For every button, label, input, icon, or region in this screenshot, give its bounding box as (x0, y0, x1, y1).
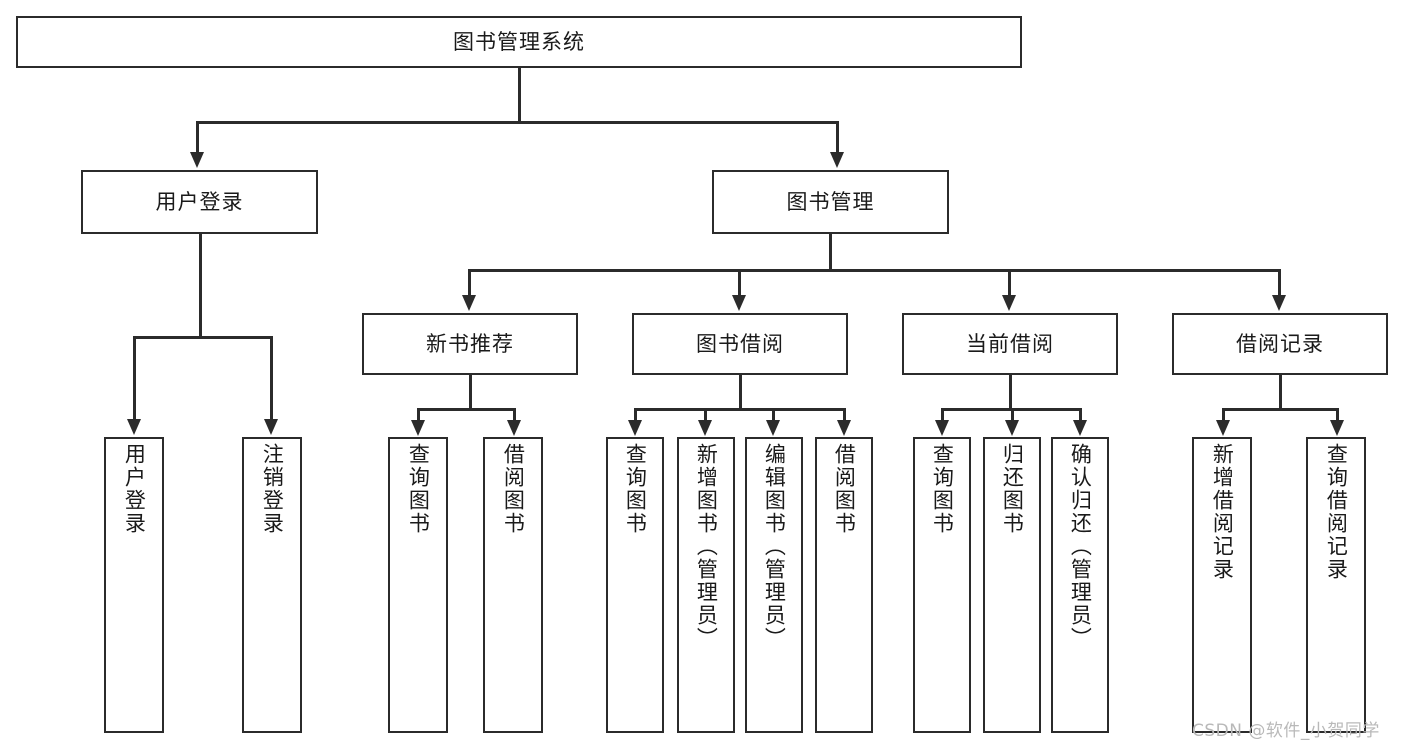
leaf-query-book-1[interactable]: 查询图书 (388, 437, 448, 733)
leaf-query-record[interactable]: 查询借阅记录 (1306, 437, 1366, 733)
connector-bm-to-new-book (468, 269, 471, 297)
leaf-query-book-2[interactable]: 查询图书 (606, 437, 664, 733)
connector-current-borrow-stem (1009, 375, 1012, 408)
connector-bm-to-borrow-record (1278, 269, 1281, 297)
arrow-down-icon (127, 419, 141, 435)
connector-cb-to-leaf-2 (1011, 408, 1014, 422)
leaf-label: 借阅图书 (832, 443, 857, 535)
leaf-logout[interactable]: 注销登录 (242, 437, 302, 733)
connector-bm-to-current-borrow (1008, 269, 1011, 297)
connector-book-borrow-stem (739, 375, 742, 408)
connector-root-stem (518, 68, 521, 121)
node-label: 借阅记录 (1236, 331, 1324, 356)
leaf-label: 用户登录 (122, 443, 147, 535)
arrow-down-icon (935, 420, 949, 436)
arrow-down-icon (830, 152, 844, 168)
arrow-down-icon (1073, 420, 1087, 436)
leaf-label: 归还图书 (1000, 443, 1025, 535)
connector-user-login-to-leaf-1 (133, 336, 136, 421)
connector-bb-to-leaf-2 (704, 408, 707, 422)
connector-book-borrow-bar (634, 408, 845, 411)
leaf-add-record[interactable]: 新增借阅记录 (1192, 437, 1252, 733)
connector-book-management-stem (829, 234, 832, 269)
connector-new-book-bar (417, 408, 515, 411)
connector-root-to-book-management (836, 121, 839, 154)
leaf-query-book-3[interactable]: 查询图书 (913, 437, 971, 733)
node-label: 图书管理 (786, 189, 875, 214)
node-book-management[interactable]: 图书管理 (712, 170, 949, 234)
node-book-borrow[interactable]: 图书借阅 (632, 313, 848, 375)
node-label: 用户登录 (155, 189, 244, 214)
connector-root-bar (196, 121, 838, 124)
leaf-label: 新增图书（管理员） (694, 443, 719, 650)
arrow-down-icon (1272, 295, 1286, 311)
arrow-down-icon (837, 420, 851, 436)
arrow-down-icon (264, 419, 278, 435)
node-borrow-record[interactable]: 借阅记录 (1172, 313, 1388, 375)
node-label: 当前借阅 (966, 331, 1054, 356)
node-root-book-management-system[interactable]: 图书管理系统 (16, 16, 1022, 68)
arrow-down-icon (628, 420, 642, 436)
connector-new-book-stem (469, 375, 472, 408)
arrow-down-icon (1216, 420, 1230, 436)
arrow-down-icon (766, 420, 780, 436)
watermark: CSDN @软件_小贺同学 (1192, 721, 1380, 741)
connector-borrow-record-bar (1222, 408, 1338, 411)
leaf-label: 注销登录 (260, 443, 285, 535)
arrow-down-icon (698, 420, 712, 436)
connector-root-to-user-login (196, 121, 199, 154)
leaf-edit-book[interactable]: 编辑图书（管理员） (745, 437, 803, 733)
connector-user-login-stem (199, 234, 202, 336)
leaf-label: 确认归还（管理员） (1068, 443, 1093, 650)
connector-bb-to-leaf-4 (843, 408, 846, 422)
leaf-confirm-return[interactable]: 确认归还（管理员） (1051, 437, 1109, 733)
leaf-label: 查询图书 (406, 443, 431, 535)
connector-bm-to-book-borrow (738, 269, 741, 297)
leaf-label: 查询图书 (930, 443, 955, 535)
leaf-borrow-book-1[interactable]: 借阅图书 (483, 437, 543, 733)
connector-user-login-bar (133, 336, 272, 339)
connector-nb-to-leaf-2 (513, 408, 516, 422)
node-label: 新书推荐 (426, 331, 514, 356)
leaf-label: 新增借阅记录 (1210, 443, 1235, 581)
leaf-label: 查询借阅记录 (1324, 443, 1349, 581)
node-new-book-recommend[interactable]: 新书推荐 (362, 313, 578, 375)
arrow-down-icon (1002, 295, 1016, 311)
connector-cb-to-leaf-3 (1079, 408, 1082, 422)
leaf-label: 查询图书 (623, 443, 648, 535)
connector-br-to-leaf-1 (1222, 408, 1225, 422)
connector-bb-to-leaf-1 (634, 408, 637, 422)
arrow-down-icon (462, 295, 476, 311)
connector-book-management-bar (468, 269, 1280, 272)
arrow-down-icon (411, 420, 425, 436)
arrow-down-icon (732, 295, 746, 311)
leaf-return-book[interactable]: 归还图书 (983, 437, 1041, 733)
connector-user-login-to-leaf-2 (270, 336, 273, 421)
leaf-add-book[interactable]: 新增图书（管理员） (677, 437, 735, 733)
connector-borrow-record-stem (1279, 375, 1282, 408)
arrow-down-icon (190, 152, 204, 168)
connector-cb-to-leaf-1 (941, 408, 944, 422)
node-user-login[interactable]: 用户登录 (81, 170, 318, 234)
connector-nb-to-leaf-1 (417, 408, 420, 422)
arrow-down-icon (1005, 420, 1019, 436)
leaf-label: 编辑图书（管理员） (762, 443, 787, 650)
node-label: 图书借阅 (696, 331, 784, 356)
node-label: 图书管理系统 (453, 29, 585, 54)
leaf-borrow-book-2[interactable]: 借阅图书 (815, 437, 873, 733)
leaf-user-login[interactable]: 用户登录 (104, 437, 164, 733)
leaf-label: 借阅图书 (501, 443, 526, 535)
arrow-down-icon (1330, 420, 1344, 436)
node-current-borrow[interactable]: 当前借阅 (902, 313, 1118, 375)
arrow-down-icon (507, 420, 521, 436)
connector-bb-to-leaf-3 (772, 408, 775, 422)
connector-br-to-leaf-2 (1336, 408, 1339, 422)
